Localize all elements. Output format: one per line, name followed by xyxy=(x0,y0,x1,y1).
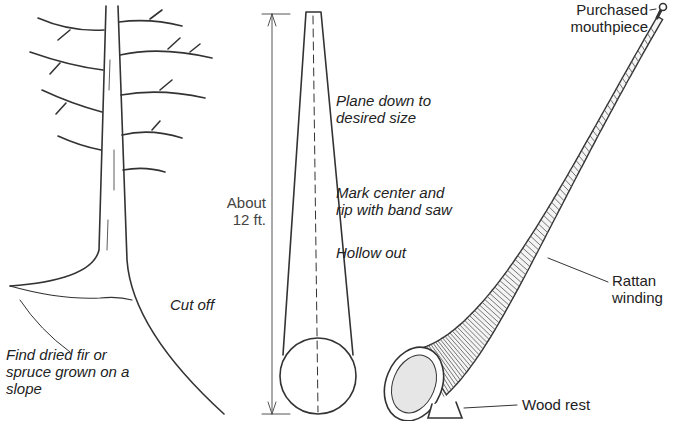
rattan-winding xyxy=(544,215,553,223)
rattan-winding xyxy=(440,339,466,371)
branch xyxy=(119,10,182,26)
rattan-winding xyxy=(557,193,564,200)
rattan-winding xyxy=(505,274,519,287)
rattan-winding xyxy=(475,311,495,330)
rattan-winding xyxy=(616,89,620,95)
rattan-winding xyxy=(462,323,485,346)
rattan-winding xyxy=(570,170,576,177)
dimension-line xyxy=(262,14,290,414)
rattan-winding xyxy=(562,184,569,191)
leader-line xyxy=(548,258,608,282)
rattan-winding xyxy=(565,180,571,187)
step-note: Find dried fir or spruce grown on a slop… xyxy=(6,346,130,397)
rattan-winding xyxy=(651,28,655,34)
rattan-winding xyxy=(510,267,523,279)
trunk-left xyxy=(10,6,106,286)
rattan-winding xyxy=(587,141,592,147)
rattan-winding xyxy=(520,252,532,263)
rattan-winding xyxy=(538,224,547,233)
rattan-winding xyxy=(525,244,536,254)
rattan-winding xyxy=(644,39,648,45)
rattan-winding xyxy=(579,156,585,162)
rattan-winding xyxy=(604,110,608,116)
rattan-winding xyxy=(500,281,515,294)
rattan-winding xyxy=(515,260,528,271)
rattan-winding xyxy=(546,211,554,219)
bark xyxy=(107,60,114,250)
rattan-winding xyxy=(443,338,469,369)
dimension-label: About 12 ft. xyxy=(208,194,266,228)
horn-tube xyxy=(418,17,663,397)
branch xyxy=(30,52,103,74)
rattan-winding xyxy=(619,83,623,89)
rattan-winding xyxy=(472,313,493,333)
branch xyxy=(38,18,104,40)
rattan-winding xyxy=(641,45,645,51)
rattan-winding xyxy=(610,100,614,106)
rattan-winding xyxy=(560,189,567,196)
rattan-winding xyxy=(613,94,617,100)
rattan-winding xyxy=(582,151,587,157)
rattan-winding xyxy=(554,198,561,206)
part-label: Wood rest xyxy=(522,396,612,413)
branch xyxy=(121,80,205,98)
ground xyxy=(10,286,132,300)
rattan-winding xyxy=(596,126,601,132)
slope-line xyxy=(20,300,70,352)
branch xyxy=(58,136,101,150)
rattan-winding xyxy=(584,146,589,152)
branch xyxy=(123,168,165,172)
part-label: Purchased mouthpiece xyxy=(540,1,648,35)
branch xyxy=(42,90,102,114)
step-note: Plane down to desired size xyxy=(336,92,464,126)
trunk-right xyxy=(118,6,224,414)
center-line xyxy=(313,16,318,412)
rattan-winding xyxy=(625,73,629,79)
leader-line xyxy=(650,9,656,10)
wood-rest xyxy=(428,402,462,418)
rattan-winding xyxy=(635,56,639,62)
rattan-winding xyxy=(576,160,582,167)
rattan-winding xyxy=(513,263,526,274)
leader-line xyxy=(464,405,517,408)
dimension-arrow xyxy=(268,14,276,414)
log-end xyxy=(280,338,356,414)
rattan-winding xyxy=(457,327,481,352)
rattan-winding xyxy=(460,325,483,349)
rattan-winding xyxy=(480,305,499,323)
rattan-winding xyxy=(573,165,579,172)
rattan-winding xyxy=(518,256,530,267)
step-note: Hollow out xyxy=(336,244,464,261)
branch xyxy=(120,38,212,58)
part-label: Rattan winding xyxy=(612,272,682,306)
mouthpiece-cup xyxy=(660,4,667,11)
rattan-winding xyxy=(622,78,626,84)
rattan-winding xyxy=(607,105,611,111)
step-note: Cut off xyxy=(170,296,234,313)
rattan-winding xyxy=(465,320,487,342)
rattan-winding xyxy=(599,120,604,126)
rattan-winding xyxy=(552,202,560,210)
rattan-winding xyxy=(602,115,606,121)
rattan-winding xyxy=(648,34,652,40)
branch xyxy=(122,121,182,138)
rattan-winding xyxy=(632,62,636,68)
rattan-winding xyxy=(523,248,534,258)
rattan-winding xyxy=(497,284,513,298)
log-outline xyxy=(283,12,353,355)
rattan-winding xyxy=(590,136,595,142)
rattan-winding xyxy=(502,277,517,290)
rattan-winding xyxy=(541,220,550,228)
step-note: Mark center and rip with band saw xyxy=(336,184,461,218)
rattan-winding xyxy=(629,67,633,73)
rattan-winding xyxy=(477,308,497,326)
rattan-winding xyxy=(638,51,642,57)
rattan-winding xyxy=(549,207,557,215)
rattan-winding xyxy=(593,131,598,137)
rattan-winding xyxy=(482,302,501,319)
horn-body xyxy=(418,17,663,395)
rattan-winding xyxy=(508,270,522,282)
rattan-winding xyxy=(568,175,574,182)
